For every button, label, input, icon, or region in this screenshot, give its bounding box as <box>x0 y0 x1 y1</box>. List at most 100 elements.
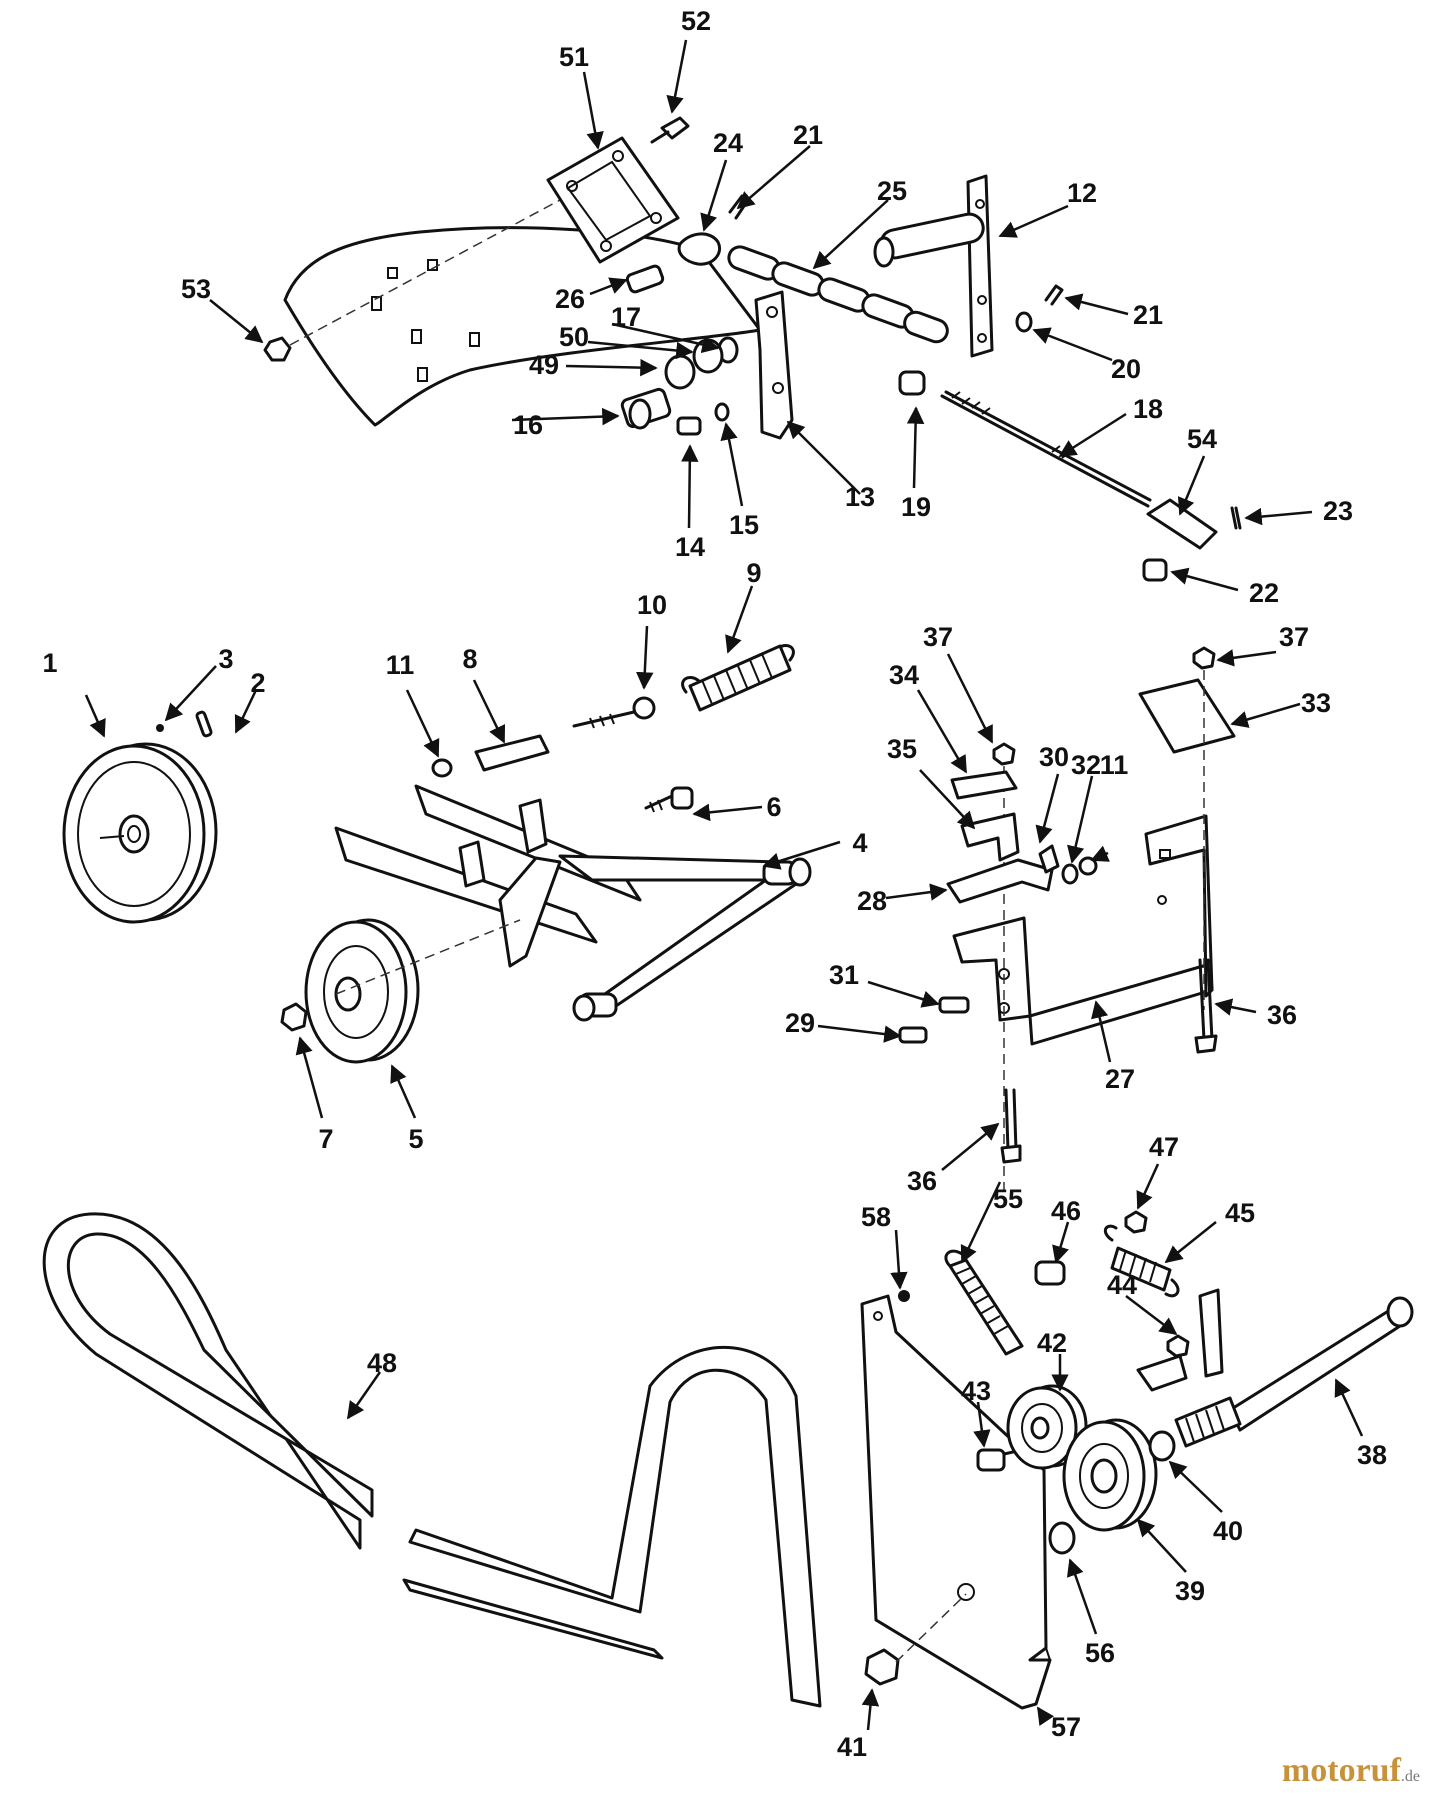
washer-20 <box>1015 311 1033 333</box>
callout-45: 45 <box>1225 1198 1255 1228</box>
callout-35: 35 <box>887 734 917 764</box>
callout-55: 55 <box>993 1184 1023 1214</box>
bracket-35 <box>960 812 1020 862</box>
callout-56: 56 <box>1085 1638 1115 1668</box>
spacer-40 <box>1148 1430 1176 1462</box>
chain-25 <box>727 245 949 344</box>
callout-8: 8 <box>462 644 477 674</box>
callout-27: 27 <box>1105 1064 1135 1094</box>
callout-4: 4 <box>852 828 867 858</box>
callout-19: 19 <box>901 492 931 522</box>
callout-15: 15 <box>729 510 759 540</box>
parts-artwork <box>42 116 1414 1710</box>
callout-34: 34 <box>889 660 919 690</box>
nut-11-left <box>431 758 453 778</box>
drive-pulley-1 <box>62 742 218 924</box>
callout-20: 20 <box>1111 354 1141 384</box>
idler-arm-4 <box>334 784 812 1022</box>
callout-28: 28 <box>857 886 887 916</box>
callout-52: 52 <box>681 6 711 36</box>
callout-13: 13 <box>845 482 875 512</box>
callout-25: 25 <box>877 176 907 206</box>
lever-28 <box>946 858 1054 904</box>
spacer-56 <box>1048 1521 1076 1555</box>
pulley-39 <box>1062 1418 1158 1532</box>
callout-2: 2 <box>250 668 265 698</box>
main-bracket-27 <box>952 814 1214 1046</box>
callout-48: 48 <box>367 1348 397 1378</box>
carriage-bolt-36-lower <box>1000 1088 1022 1164</box>
v-belt-48 <box>42 1212 822 1708</box>
watermark-logo: motoruf.de <box>1282 1752 1420 1790</box>
callout-33: 33 <box>1301 688 1331 718</box>
bushing-16 <box>620 387 672 430</box>
nut-19 <box>898 370 926 396</box>
callout-11-right: 11 <box>1100 750 1129 780</box>
spacer-49 <box>664 354 696 390</box>
callout-32: 32 <box>1071 750 1101 780</box>
callout-47: 47 <box>1149 1132 1179 1162</box>
nut-41 <box>864 1648 900 1686</box>
bolt-52 <box>650 116 690 144</box>
spring-30 <box>1038 844 1060 874</box>
mounting-plate-57 <box>860 1294 1052 1710</box>
cotter-pin-23 <box>1230 506 1242 530</box>
callout-10: 10 <box>637 590 667 620</box>
callout-14: 14 <box>675 532 705 562</box>
bolt-14 <box>676 416 702 436</box>
callout-24: 24 <box>713 128 743 158</box>
callout-37-left: 37 <box>923 622 953 652</box>
callout-50: 50 <box>559 322 589 352</box>
callout-53: 53 <box>181 274 211 304</box>
screw-58 <box>898 1290 910 1302</box>
callout-41: 41 <box>837 1732 867 1762</box>
callout-labels: 1 2 3 4 5 6 7 8 9 10 11 11 12 13 14 15 1… <box>42 6 1387 1762</box>
callout-5: 5 <box>408 1124 423 1154</box>
callout-3: 3 <box>218 644 233 674</box>
bolt-46 <box>1034 1260 1066 1286</box>
clevis-pin-22 <box>1142 558 1168 582</box>
callout-40: 40 <box>1213 1516 1243 1546</box>
bar-8 <box>474 734 550 772</box>
set-screw-3 <box>156 724 164 732</box>
callout-37-right: 37 <box>1279 622 1309 652</box>
mounting-plate-51 <box>546 136 680 264</box>
callout-46: 46 <box>1051 1196 1081 1226</box>
callout-29: 29 <box>785 1008 815 1038</box>
callout-9: 9 <box>746 558 761 588</box>
callout-11-left: 11 <box>386 650 415 680</box>
washer-32 <box>1061 863 1079 885</box>
extension-spring-55 <box>944 1249 1024 1356</box>
watermark-suffix: .de <box>1400 1768 1420 1785</box>
nut-47 <box>1124 1210 1148 1234</box>
link-13 <box>754 290 794 440</box>
callout-1: 1 <box>42 648 57 678</box>
callout-36-right: 36 <box>1267 1000 1297 1030</box>
callout-39: 39 <box>1175 1576 1205 1606</box>
callout-21-top: 21 <box>793 120 823 150</box>
clevis-54 <box>1146 498 1218 550</box>
callout-54: 54 <box>1187 424 1217 454</box>
callout-30: 30 <box>1039 742 1069 772</box>
idler-pulley-5 <box>304 918 521 1064</box>
washer-15 <box>714 402 730 422</box>
extension-spring-9 <box>681 644 795 712</box>
callout-58: 58 <box>861 1202 891 1232</box>
extension-spring-45 <box>1103 1224 1180 1298</box>
callout-6: 6 <box>766 792 781 822</box>
idler-pulley-42 <box>1006 1384 1088 1470</box>
callout-22: 22 <box>1249 578 1279 608</box>
leader-arrows <box>84 39 1364 1731</box>
callout-43: 43 <box>961 1376 991 1406</box>
nut-53 <box>263 336 292 362</box>
callout-49: 49 <box>529 350 559 380</box>
callout-12: 12 <box>1067 178 1097 208</box>
callout-51: 51 <box>559 42 589 72</box>
callout-26: 26 <box>555 284 585 314</box>
callout-44: 44 <box>1107 1270 1137 1300</box>
callout-7: 7 <box>318 1124 333 1154</box>
key-2 <box>195 710 213 738</box>
bolt-31 <box>938 996 970 1014</box>
callout-57: 57 <box>1051 1712 1081 1742</box>
